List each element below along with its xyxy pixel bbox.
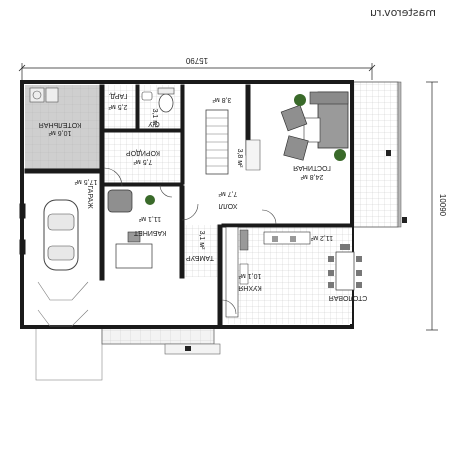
room-labels: КОТЕЛЬНАЯ 10,6 м² 17,5 м² ГАРАЖ ГАРД. 2,…	[39, 92, 367, 301]
toilet-icon	[157, 87, 175, 113]
room-area-stair: 3,8 м²	[212, 96, 231, 103]
door-swings	[103, 167, 277, 315]
terrace	[351, 81, 399, 228]
sink-icon	[141, 91, 153, 101]
room-area-holl: 7,7 м²	[218, 190, 237, 197]
room-area-stair2: 3,8 м²	[236, 149, 243, 168]
room-name-koridor: КОРИДОР	[126, 149, 160, 156]
boiler-equipment	[29, 87, 59, 103]
room-area-kuhnya: 10,1 м²	[238, 272, 261, 279]
tambur-floor	[182, 225, 220, 277]
dining-table	[328, 244, 362, 291]
car-icon	[37, 199, 89, 327]
dimension-depth-label: 10090	[438, 194, 447, 217]
room-name-kuhnya: КУХНЯ	[238, 284, 261, 291]
room-name-su: С/У	[148, 120, 160, 127]
study-furniture	[107, 189, 155, 269]
room-name-gard: ГАРД.	[109, 92, 128, 99]
room-name-tambur: ТАМБУР	[186, 254, 214, 261]
staircase	[205, 109, 261, 175]
koridor-floor	[103, 131, 182, 183]
room-name-kotelnaya: КОТЕЛЬНАЯ	[39, 121, 81, 128]
dimension-width-label: 15790	[185, 56, 208, 65]
room-area-gard: 2,5 м²	[108, 103, 127, 110]
room-area-kotelnaya: 10,6 м²	[48, 129, 71, 136]
dimension-width: 15790	[18, 56, 376, 80]
room-name-garazh: ГАРАЖ	[86, 185, 93, 209]
gard-floor	[103, 85, 137, 131]
room-area-koridor: 7,5 м²	[133, 158, 152, 165]
kitchen-furniture	[225, 226, 311, 318]
room-name-holl: ХОЛЛ	[218, 202, 237, 209]
room-area-garazh: 17,5 м²	[74, 178, 97, 185]
room-name-stolovaya: СТОЛОВАЯ	[329, 294, 367, 301]
room-area-su: 3,1 м²	[151, 109, 158, 128]
room-area-stolovaya: 11,2 м²	[310, 234, 333, 241]
room-area-gostinaya: 24,8 м²	[300, 173, 323, 180]
room-area-kabinet: 11,1 м²	[138, 215, 161, 222]
porch-steps	[164, 343, 221, 355]
room-area-tambur: 3,1 м²	[198, 231, 205, 250]
living-room-furniture	[280, 91, 349, 161]
interior-walls	[19, 84, 353, 326]
room-name-gostinaya: ГОСТИНАЯ	[293, 164, 331, 171]
dimension-depth: 10090	[426, 81, 447, 331]
room-name-kabinet: КАБИНЕТ	[133, 229, 166, 236]
